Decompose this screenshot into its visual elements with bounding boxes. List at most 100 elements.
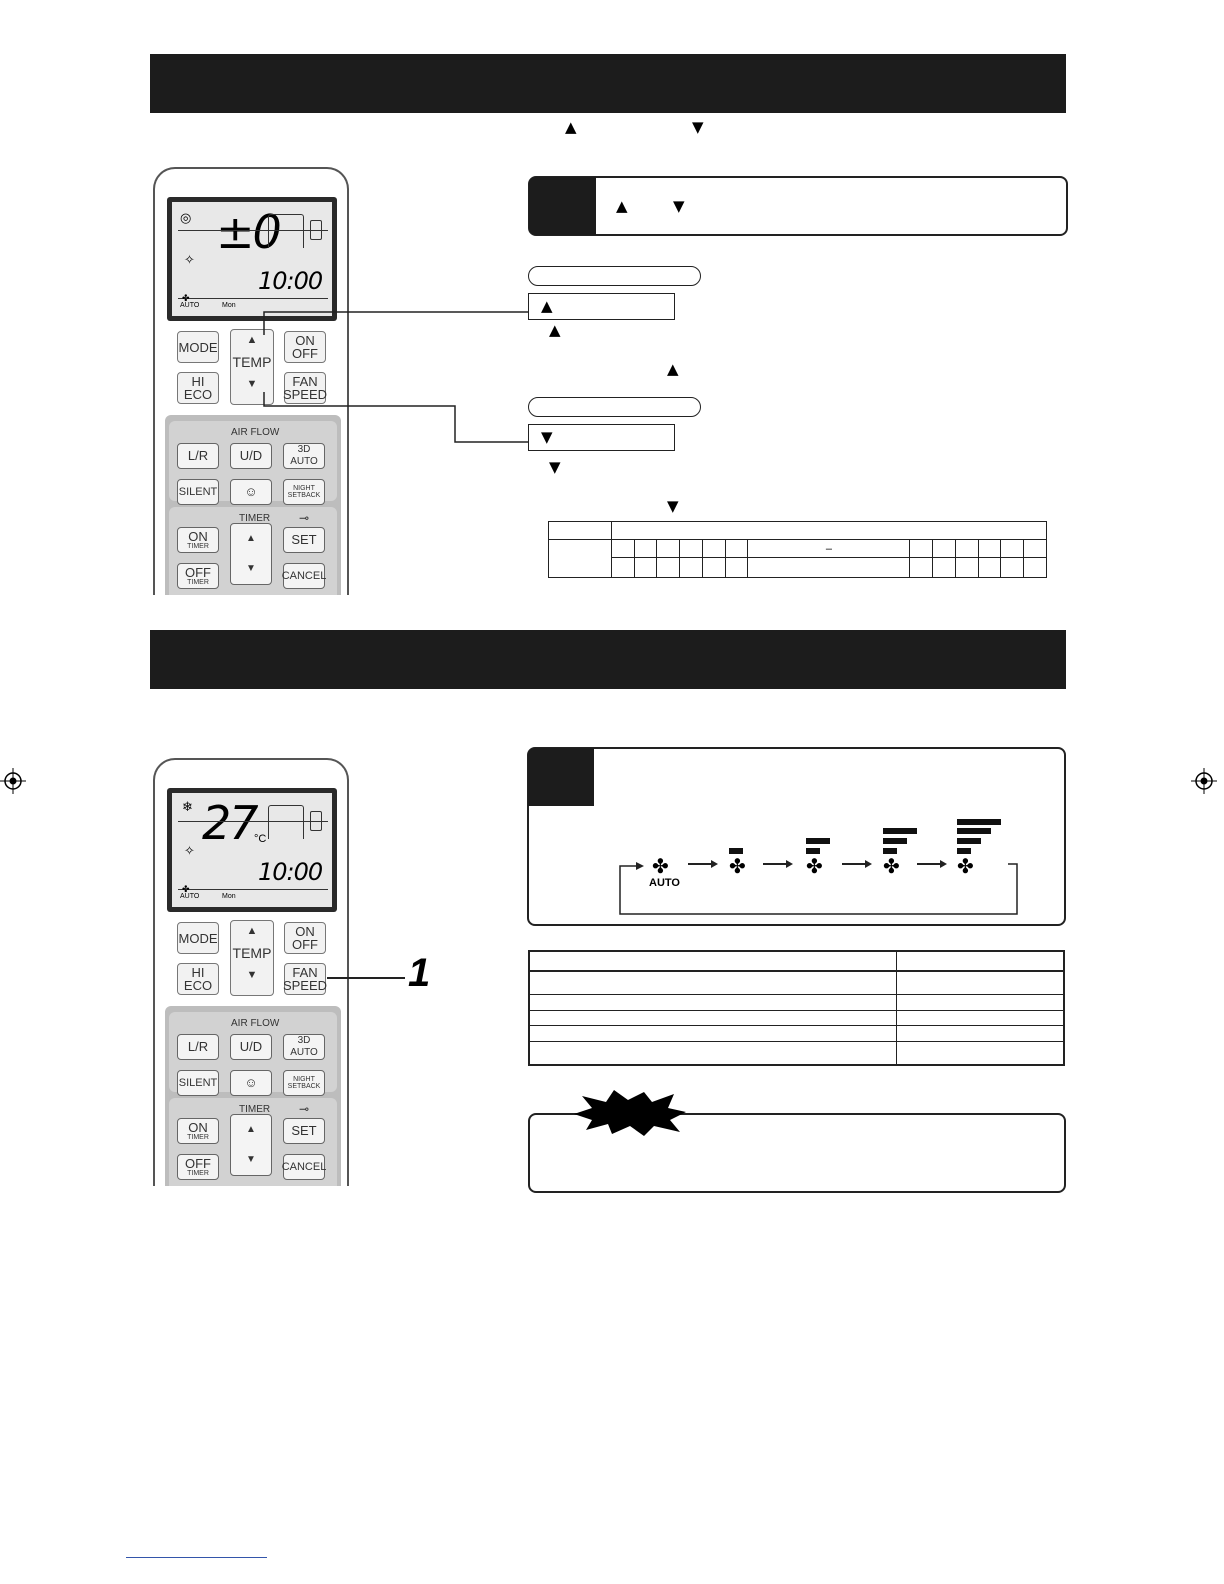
table-cell: – bbox=[747, 539, 911, 558]
step-number-block bbox=[528, 748, 594, 806]
remote-control-1: ◎ ±0 ✧ 10:00 ✤ AUTO Mon MODE ▲ TEMP ▼ ON… bbox=[153, 167, 349, 595]
table-cell bbox=[701, 539, 726, 558]
clean-icon: ◎ bbox=[180, 211, 192, 226]
mode-button[interactable]: MODE bbox=[177, 331, 219, 363]
econo-cool-button[interactable]: ☺ bbox=[230, 479, 272, 505]
table-cell bbox=[747, 557, 911, 578]
arrow-head-icon bbox=[940, 860, 947, 868]
arrow-line bbox=[842, 863, 866, 865]
fan-speed-table bbox=[528, 950, 1065, 1066]
header-down-arrow-icon: ▼ bbox=[692, 118, 704, 136]
mode-button[interactable]: MODE bbox=[177, 922, 219, 954]
temp-button[interactable]: ▲ TEMP ▼ bbox=[230, 329, 274, 405]
table-cell bbox=[909, 539, 934, 558]
step-down-arrow-icon: ▼ bbox=[673, 197, 685, 215]
3d-auto-button[interactable]: 3D AUTO bbox=[283, 443, 325, 469]
down-arrow-icon[interactable]: ▼ bbox=[246, 378, 258, 390]
table-cell bbox=[724, 557, 749, 578]
table-cell bbox=[954, 557, 979, 578]
econo-cool-button[interactable]: ☺ bbox=[230, 1070, 272, 1096]
sparkle-icon: ✧ bbox=[184, 844, 195, 859]
speed-bar bbox=[806, 848, 820, 854]
speed-bar bbox=[957, 848, 971, 854]
sparkle-icon: ✧ bbox=[184, 253, 195, 268]
timer-updown-button[interactable]: ▲▼ bbox=[230, 1114, 272, 1176]
arrow-line bbox=[763, 863, 787, 865]
table-cell bbox=[528, 1025, 897, 1042]
connector-lines bbox=[263, 311, 528, 443]
key-icon: ⊸ bbox=[299, 1102, 310, 1116]
table-cell bbox=[701, 557, 726, 578]
lcd-divider bbox=[178, 889, 328, 890]
down-arrow-icon[interactable]: ▼ bbox=[246, 563, 256, 574]
speed-bar bbox=[883, 838, 907, 844]
3d-auto-button[interactable]: 3D AUTO bbox=[283, 1034, 325, 1060]
up-arrow-icon[interactable]: ▲ bbox=[246, 533, 256, 544]
set-button[interactable]: SET bbox=[283, 1118, 325, 1144]
speed-bar bbox=[806, 838, 830, 844]
silent-button[interactable]: SILENT bbox=[177, 1070, 219, 1096]
snowflake-icon: ❄ bbox=[182, 800, 193, 815]
footer-rule bbox=[126, 1557, 267, 1558]
cancel-button[interactable]: CANCEL bbox=[282, 1154, 326, 1180]
set-button[interactable]: SET bbox=[283, 527, 325, 553]
down-note-arrow-icon: ▼ bbox=[667, 497, 679, 515]
ud-button[interactable]: U/D bbox=[230, 1034, 272, 1060]
fan-icon: ✤ bbox=[729, 854, 746, 878]
up-arrow-icon[interactable]: ▲ bbox=[246, 1124, 256, 1135]
table-cell bbox=[611, 557, 635, 578]
lcd-day: Mon bbox=[222, 893, 236, 900]
table-cell bbox=[656, 557, 681, 578]
fan-icon: ✤ bbox=[182, 885, 190, 895]
temp-label: TEMP bbox=[232, 354, 272, 370]
lr-button[interactable]: L/R bbox=[177, 443, 219, 469]
lcd-day: Mon bbox=[222, 302, 236, 309]
fan-icon: ✤ bbox=[957, 854, 974, 878]
arrow-head-icon bbox=[711, 860, 718, 868]
up-note-arrow-icon: ▲ bbox=[549, 321, 561, 339]
table-cell bbox=[896, 1025, 1065, 1042]
silent-button[interactable]: SILENT bbox=[177, 479, 219, 505]
lcd-divider bbox=[178, 298, 328, 299]
table-cell bbox=[932, 557, 956, 578]
cancel-button[interactable]: CANCEL bbox=[282, 563, 326, 589]
section1-header-band bbox=[150, 54, 1066, 113]
temp-button[interactable]: ▲ TEMP ▼ bbox=[230, 920, 274, 996]
up-note-arrow-icon: ▲ bbox=[667, 360, 679, 378]
lr-button[interactable]: L/R bbox=[177, 1034, 219, 1060]
up-arrow-icon[interactable]: ▲ bbox=[246, 925, 258, 937]
timer-updown-button[interactable]: ▲▼ bbox=[230, 523, 272, 585]
speed-bar bbox=[729, 848, 743, 854]
down-heading-pill bbox=[528, 397, 701, 417]
up-heading-pill bbox=[528, 266, 701, 286]
speed-bar bbox=[957, 838, 981, 844]
down-arrow-icon[interactable]: ▼ bbox=[246, 1154, 256, 1165]
table-cell bbox=[611, 521, 1047, 540]
lcd-auto: AUTO bbox=[180, 893, 200, 900]
speed-bar bbox=[957, 819, 1001, 825]
up-arrow-icon[interactable]: ▲ bbox=[246, 334, 258, 346]
step-number-block bbox=[529, 177, 596, 235]
table-cell bbox=[1000, 539, 1025, 558]
timer-caption: TIMER bbox=[239, 1104, 271, 1115]
lcd-unit: °C bbox=[254, 833, 267, 845]
table-cell bbox=[633, 557, 658, 578]
remote-control-2: ❄ 27 °C ✧ 10:00 ✤ AUTO Mon MODE ▲ TEMP ▼… bbox=[153, 758, 349, 1186]
down-arrow-icon[interactable]: ▼ bbox=[246, 969, 258, 981]
fan-icon: ✤ bbox=[883, 854, 900, 878]
table-cell bbox=[896, 970, 1065, 995]
ud-button[interactable]: U/D bbox=[230, 443, 272, 469]
table-cell bbox=[977, 557, 1002, 578]
